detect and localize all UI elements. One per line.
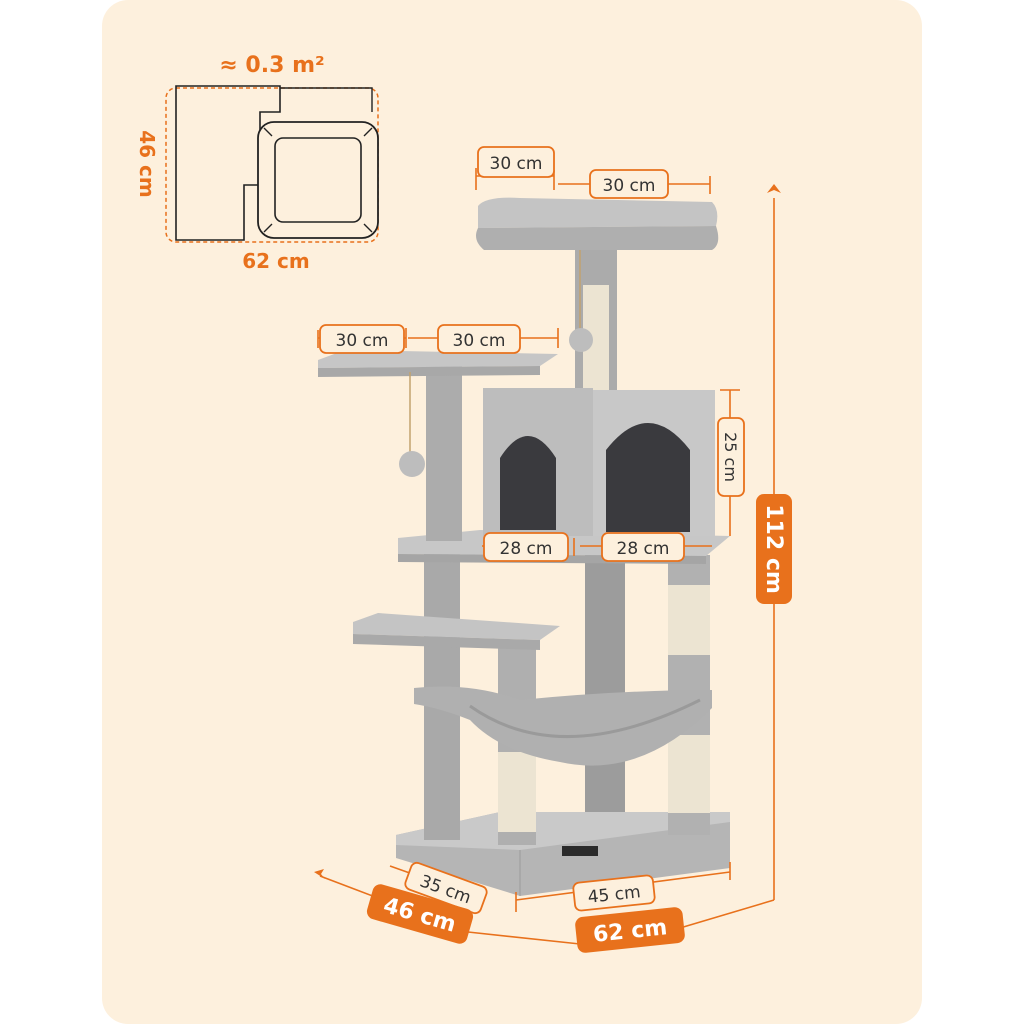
svg-text:30 cm: 30 cm	[490, 154, 543, 174]
svg-text:30 cm: 30 cm	[453, 331, 506, 351]
base-depth-pill: 35 cm	[404, 861, 488, 915]
top-perch	[478, 197, 718, 228]
side-platform	[318, 350, 558, 368]
footprint-bed-icon	[257, 121, 379, 239]
footprint-diagram: ≈ 0.3 m² 62 cm 46 cm	[135, 53, 379, 273]
condo-front-entrance	[606, 423, 690, 532]
right-upper-sisal	[668, 585, 710, 655]
brand-tag	[562, 846, 598, 856]
middle-sisal-wrap	[498, 752, 536, 832]
svg-text:30 cm: 30 cm	[336, 331, 389, 351]
base-width-pill: 45 cm	[572, 874, 656, 912]
footprint-width-label: 62 cm	[242, 249, 310, 273]
svg-text:112 cm: 112 cm	[761, 504, 786, 594]
right-lower-sisal	[668, 735, 710, 813]
condo-side-entrance	[500, 436, 556, 530]
top-pompom-toy	[569, 328, 593, 352]
side-post	[426, 366, 462, 541]
side-width-pill: 30 cm	[437, 324, 521, 354]
rear-post	[585, 540, 625, 835]
condo-depth-pill: 28 cm	[483, 532, 569, 562]
svg-text:30 cm: 30 cm	[603, 176, 656, 196]
condo-width-pill: 28 cm	[601, 532, 685, 562]
svg-text:28 cm: 28 cm	[617, 539, 670, 559]
side-depth-pill: 30 cm	[319, 324, 405, 354]
overall-width-pill: 62 cm	[575, 907, 685, 953]
top-depth-pill: 30 cm	[477, 146, 555, 178]
top-width-pill: 30 cm	[589, 169, 669, 199]
condo-height-pill: 25 cm	[717, 417, 745, 497]
depth-arrow-left-icon	[314, 869, 325, 879]
dimension-arrowheads	[314, 184, 781, 879]
total-height-pill: 112 cm	[756, 494, 792, 604]
side-pompom-toy	[399, 451, 425, 477]
height-arrow-top-icon	[767, 184, 781, 193]
footprint-depth-label: 46 cm	[135, 130, 159, 198]
svg-text:28 cm: 28 cm	[500, 539, 553, 559]
svg-text:25 cm: 25 cm	[721, 432, 740, 482]
lower-left-platform	[353, 613, 560, 640]
footprint-area-label: ≈ 0.3 m²	[219, 53, 324, 78]
hammock	[414, 686, 712, 766]
